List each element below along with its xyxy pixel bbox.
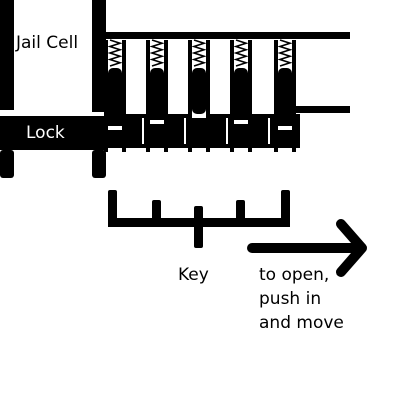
shear-line-3: [192, 114, 206, 118]
instruction-line-2: push in: [259, 289, 321, 309]
key-pin-1: [108, 130, 122, 148]
driver-pin-1: [108, 68, 122, 126]
key-tooth-3: [194, 206, 203, 226]
plug-segment-1: [126, 118, 142, 144]
spring-5: [277, 39, 293, 67]
spring-1: [107, 39, 123, 67]
chamber-wall-right-4: [248, 40, 252, 152]
key-pin-3: [192, 118, 206, 148]
push-arrow: [247, 219, 367, 277]
jail-bar-right-lower: [92, 150, 106, 178]
driver-pin-2: [150, 68, 164, 120]
housing-mid-rail: [296, 106, 350, 113]
key-teeth: [108, 190, 290, 226]
pin-tumbler-group: [104, 39, 300, 152]
key-pin-2: [150, 124, 164, 148]
instruction-line-3: and move: [259, 313, 344, 333]
driver-pin-4: [234, 68, 248, 120]
chamber-wall-right-5: [292, 40, 296, 152]
chamber-wall-left-3: [188, 40, 192, 152]
chamber-wall-right-3: [206, 40, 210, 152]
spring-2: [149, 39, 165, 67]
plug-segment-4: [252, 118, 268, 144]
jail-bar-left-lower: [0, 150, 14, 178]
driver-pin-3: [192, 68, 206, 114]
chamber-wall-left-1: [104, 40, 108, 152]
shear-line-5: [278, 126, 292, 130]
shear-line-4: [234, 120, 248, 124]
instruction-line-1: to open,: [259, 265, 329, 285]
spring-3: [191, 39, 207, 67]
key-tooth-1: [108, 190, 117, 226]
jail-cell-label: Jail Cell: [15, 33, 78, 53]
chamber-wall-left-5: [274, 40, 278, 152]
shear-line-2: [150, 120, 164, 124]
chamber-wall-right-1: [122, 40, 126, 152]
chamber-wall-left-4: [230, 40, 234, 152]
spring-4: [233, 39, 249, 67]
plug-segment-2: [168, 118, 184, 144]
lock-bar: [0, 116, 106, 150]
shear-line-1: [108, 126, 122, 130]
key-label: Key: [178, 265, 209, 285]
driver-pin-5: [278, 68, 292, 126]
key-pin-5: [278, 130, 292, 148]
plug-segment-3: [210, 118, 226, 144]
jail-bar-right: [92, 0, 106, 112]
chamber-wall-right-2: [164, 40, 168, 152]
chamber-wall-left-2: [146, 40, 150, 152]
key-tooth-2: [152, 200, 161, 226]
arrow-head: [336, 219, 367, 277]
lock-label: Lock: [26, 123, 65, 143]
key-tooth-4: [236, 200, 245, 226]
housing-top-rail: [100, 32, 350, 39]
jail-bar-left: [0, 0, 14, 110]
key-tooth-5: [281, 190, 290, 226]
key-pin-4: [234, 124, 248, 148]
